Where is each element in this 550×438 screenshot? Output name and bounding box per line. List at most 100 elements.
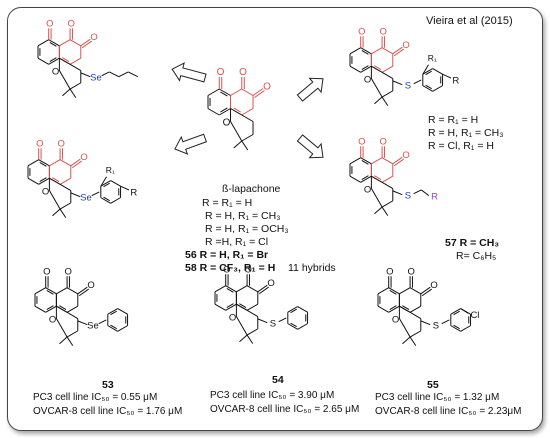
bond: [246, 285, 259, 293]
bond: [117, 308, 128, 315]
atom-label: O: [223, 264, 230, 275]
bond: [52, 177, 60, 182]
bond: [246, 309, 259, 317]
bond: [220, 91, 228, 97]
bond: [399, 287, 411, 295]
compound-ic50-pc3: PC3 cell line IC₅₀ = 1.32 μM: [375, 392, 500, 403]
bond: [110, 324, 117, 330]
bond: [360, 157, 372, 165]
bond: [46, 290, 54, 295]
bond: [225, 285, 237, 293]
bond: [37, 57, 49, 65]
bond: [374, 65, 382, 70]
bond: [258, 286, 269, 295]
bond: [371, 157, 383, 165]
bond: [409, 311, 422, 319]
bond: [422, 85, 433, 92]
bond: [27, 159, 39, 167]
bond: [59, 208, 67, 218]
bond: [58, 70, 71, 90]
compound-ic50-pc3: PC3 cell line IC₅₀ = 0.55 μM: [33, 392, 158, 403]
bond: [399, 305, 411, 313]
bond: [442, 73, 452, 79]
selenium-atom: Se: [80, 192, 92, 203]
bond: [66, 305, 79, 313]
bond: [374, 206, 383, 215]
bond: [219, 108, 231, 116]
bond: [70, 158, 81, 167]
bond: [377, 287, 389, 295]
bond: [49, 42, 57, 47]
bond: [45, 305, 57, 313]
bond: [402, 336, 411, 345]
left-r-item: 58 R = CF₃, R₁ = H: [185, 262, 276, 274]
atom-label: O: [68, 18, 75, 29]
compound-id: 53: [102, 379, 114, 391]
bond: [370, 188, 383, 208]
bond: [69, 88, 77, 98]
atom-label: O: [65, 266, 72, 277]
bond: [246, 303, 259, 311]
r1-group: R₁: [428, 53, 437, 63]
bond: [241, 114, 254, 122]
atom-label: O: [364, 184, 371, 195]
bond: [110, 180, 121, 187]
bond: [246, 334, 254, 344]
bond: [420, 320, 431, 326]
compound-ic50-ovcar8: OVCAR-8 cell line IC₅₀ = 2.23μM: [375, 406, 522, 417]
bond: [66, 336, 74, 346]
bond: [48, 57, 60, 65]
bond: [226, 288, 234, 293]
bond: [374, 175, 382, 180]
bond: [297, 323, 308, 330]
bottom-right-r-item: R= C₆H₅: [456, 250, 497, 262]
bond: [100, 197, 111, 204]
bond: [257, 318, 268, 324]
bond: [66, 287, 79, 295]
atom-label: O: [229, 312, 236, 323]
bond: [110, 197, 121, 204]
bond: [374, 96, 383, 105]
bond: [392, 190, 403, 196]
bond: [432, 68, 443, 75]
compound-id: 55: [427, 379, 439, 391]
bond: [69, 63, 82, 71]
atom-label: O: [358, 136, 365, 147]
left-r-item: R = R₁ = H: [202, 197, 253, 209]
bond: [236, 285, 248, 293]
bond: [241, 88, 254, 96]
bond: [103, 196, 110, 202]
bond: [432, 85, 443, 92]
bond: [71, 160, 82, 169]
substituent: S: [257, 306, 309, 330]
bond: [66, 311, 79, 319]
compound-id: 54: [272, 374, 284, 386]
bond: [425, 70, 432, 76]
bond: [392, 156, 403, 165]
bond: [409, 287, 422, 295]
right-r-item: R = H, R₁ = CH₃: [428, 127, 504, 139]
bond: [241, 108, 254, 116]
hybrids-count-label: 11 hybrids: [288, 262, 336, 274]
atom-label: O: [386, 266, 393, 277]
bond: [422, 64, 429, 75]
atom-label: O: [263, 82, 271, 93]
left-r-item: R = H, R₁ = CH₃: [205, 210, 281, 222]
bond: [91, 191, 100, 197]
atom-label: O: [402, 40, 409, 51]
bond: [392, 80, 403, 86]
bond: [381, 47, 394, 55]
bond: [420, 189, 430, 197]
atom-label: O: [43, 266, 50, 277]
bond: [78, 288, 89, 297]
bond: [388, 305, 400, 313]
atom-label: O: [239, 67, 247, 78]
bond: [226, 303, 234, 308]
bond: [59, 305, 67, 310]
arrow-shape: [296, 77, 324, 102]
